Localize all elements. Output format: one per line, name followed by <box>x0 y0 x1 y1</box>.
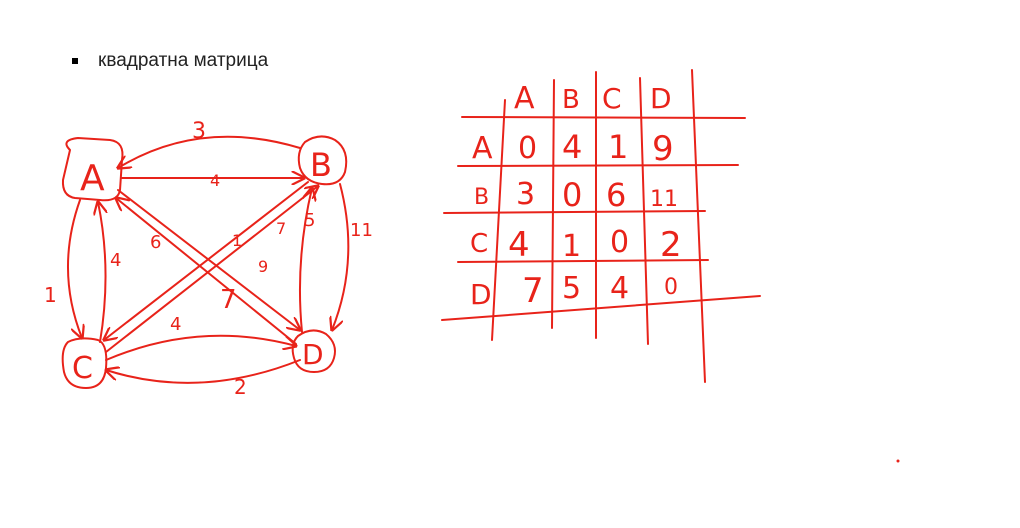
matrix-cell: 0 <box>518 131 537 166</box>
edge-c-a <box>98 202 106 343</box>
matrix-cell: 1 <box>608 128 628 166</box>
node-b-label: B <box>310 146 332 184</box>
edge-a-d <box>117 189 300 330</box>
matrix-cell: 6 <box>606 176 626 214</box>
matrix-cell: 7 <box>522 271 544 311</box>
adjacency-matrix: A B C D A B C D 0 4 1 9 3 0 6 11 4 1 0 2… <box>441 69 761 383</box>
bullet-text: квадратна матрица <box>98 50 269 71</box>
node-a-outline <box>61 137 124 202</box>
weight-c-a: 4 <box>110 250 121 271</box>
node-d-label: D <box>302 338 324 371</box>
matrix-vline-5 <box>691 69 706 383</box>
node-d-outline <box>291 329 336 373</box>
matrix-cell: 0 <box>610 225 629 260</box>
matrix-cell: 4 <box>508 225 530 265</box>
matrix-cell: 4 <box>610 271 629 306</box>
matrix-hline-2 <box>457 164 739 167</box>
matrix-cell: 11 <box>650 187 678 212</box>
weight-a-d: 9 <box>258 257 268 276</box>
edge-d-c <box>106 359 301 384</box>
edge-b-d <box>332 183 350 330</box>
edge-b-c <box>104 181 309 340</box>
matrix-cell: 4 <box>562 128 582 166</box>
matrix-cell: 1 <box>562 229 581 264</box>
weight-d-c: 2 <box>234 375 247 399</box>
edge-b-a <box>118 135 301 168</box>
weight-b-c: 1 <box>232 231 242 250</box>
matrix-hline-3 <box>443 210 706 214</box>
graph-diagram: A B C D 3 4 1 4 9 6 1 7 11 5 4 2 7 <box>44 119 373 399</box>
bullet-square-icon <box>72 58 78 64</box>
matrix-col-header: A <box>514 81 535 116</box>
edge-c-b <box>105 186 318 353</box>
weight-a-b: 4 <box>210 171 220 190</box>
matrix-cell: 0 <box>664 275 678 300</box>
matrix-col-header: B <box>562 85 580 115</box>
matrix-hline-4 <box>457 259 709 263</box>
weight-d-b: 5 <box>304 210 315 231</box>
node-b-outline <box>297 135 348 186</box>
edge-d-a <box>116 198 297 345</box>
weight-b-d: 11 <box>350 220 373 241</box>
matrix-cell: 2 <box>660 225 682 265</box>
weight-d-a: 6 <box>150 232 161 253</box>
matrix-row-header: C <box>470 229 488 259</box>
edge-c-d <box>105 334 296 361</box>
matrix-row-header: D <box>470 278 492 311</box>
matrix-cell: 5 <box>562 271 581 306</box>
weight-extra: 7 <box>220 285 237 315</box>
matrix-vline-1 <box>491 99 506 341</box>
matrix-hline-5 <box>441 295 761 321</box>
node-a-label: A <box>80 158 105 199</box>
node-c-label: C <box>72 351 93 386</box>
matrix-row-header: A <box>472 131 493 166</box>
matrix-vline-4 <box>639 77 649 345</box>
bullet-item: квадратна матрица <box>72 50 268 72</box>
matrix-col-header: C <box>602 82 622 115</box>
ink-dot <box>896 459 900 463</box>
weight-b-a: 3 <box>192 119 206 144</box>
matrix-cell: 9 <box>652 129 674 169</box>
matrix-cell: 3 <box>516 177 535 212</box>
matrix-hline-1 <box>461 116 746 119</box>
weight-c-b: 7 <box>276 219 286 238</box>
weight-c-d: 4 <box>170 314 181 335</box>
matrix-vline-2 <box>551 79 555 329</box>
matrix-row-header: B <box>474 185 489 210</box>
edge-a-c <box>67 199 82 338</box>
matrix-cell: 0 <box>562 176 582 214</box>
matrix-col-header: D <box>650 82 672 115</box>
weight-a-c: 1 <box>44 283 57 307</box>
edge-d-b <box>298 188 312 333</box>
node-c-outline <box>61 337 108 389</box>
